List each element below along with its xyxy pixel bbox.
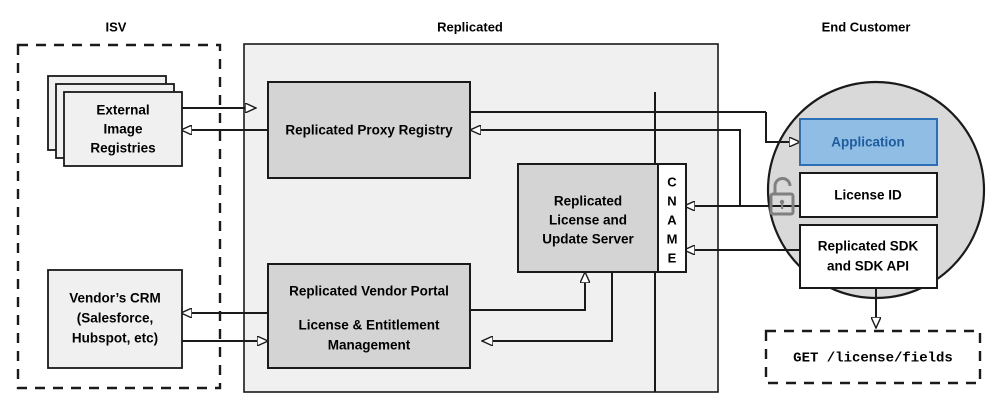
unlocked-padlock-icon [769, 177, 795, 216]
replicated-vendor-portal-node[interactable]: Replicated Vendor Portal License & Entit… [267, 263, 471, 369]
connector-license-server-to-portal [482, 272, 613, 341]
registries-label-line2: Image [103, 122, 143, 137]
vendor-portal-line3: Management [328, 338, 411, 353]
sdk-box [799, 224, 938, 289]
isv-boundary [16, 43, 222, 390]
external-image-registries[interactable]: External Image Registries [47, 75, 183, 167]
vendor-portal-line2: License & Entitlement [298, 318, 440, 333]
license-server-line3: Update Server [542, 232, 634, 247]
cname-letter-3: M [667, 231, 678, 246]
api-call-label: GET /license/fields [793, 351, 953, 367]
cname-letter-0: C [667, 174, 677, 189]
vendor-crm-line3: Hubspot, etc) [72, 331, 158, 346]
registries-label-line1: External [96, 103, 149, 118]
vendor-portal-line1: Replicated Vendor Portal [289, 284, 449, 299]
vendor-crm-line2: (Salesforce, [77, 311, 154, 326]
license-id-label: License ID [834, 188, 902, 203]
proxy-registry-box [267, 81, 471, 179]
vendor-portal-box [267, 263, 471, 369]
replicated-license-update-server-node[interactable]: Replicated License and Update Server C N… [517, 163, 687, 273]
application-box [799, 118, 938, 166]
api-call-node: GET /license/fields [764, 329, 982, 385]
vendor-crm-line1: Vendor’s CRM [69, 291, 161, 306]
license-server-line1: Replicated [554, 194, 622, 209]
proxy-registry-label: Replicated Proxy Registry [285, 123, 453, 138]
cname-letter-4: E [668, 250, 677, 265]
cname-letter-2: A [667, 212, 677, 227]
group-title-replicated: Replicated [437, 19, 503, 34]
license-server-box [517, 163, 659, 273]
cname-strip [657, 163, 687, 273]
group-title-end-customer: End Customer [822, 19, 911, 34]
license-id-node[interactable]: License ID [799, 172, 938, 218]
api-call-dashed-box [764, 329, 982, 385]
vendor-crm-box [47, 269, 183, 369]
registries-label-line3: Registries [90, 141, 155, 156]
connector-layer [181, 92, 876, 392]
replicated-proxy-registry-node[interactable]: Replicated Proxy Registry [267, 81, 471, 179]
replicated-sdk-node[interactable]: Replicated SDK and SDK API [799, 224, 938, 289]
cname-letter-1: N [667, 193, 676, 208]
license-id-box [799, 172, 938, 218]
sdk-label-line2: and SDK API [827, 259, 909, 274]
sdk-label-line1: Replicated SDK [818, 239, 919, 254]
vendor-crm-node[interactable]: Vendor’s CRM (Salesforce, Hubspot, etc) [47, 269, 183, 369]
license-server-line2: License and [549, 213, 627, 228]
connector-customer-to-proxy [470, 130, 741, 160]
connector-portal-to-license-server [470, 272, 585, 311]
application-node[interactable]: Application [799, 118, 938, 166]
group-title-isv: ISV [106, 19, 127, 34]
registry-stack-front [63, 91, 183, 167]
connector-proxy-to-application [765, 112, 800, 142]
application-label: Application [831, 135, 905, 150]
